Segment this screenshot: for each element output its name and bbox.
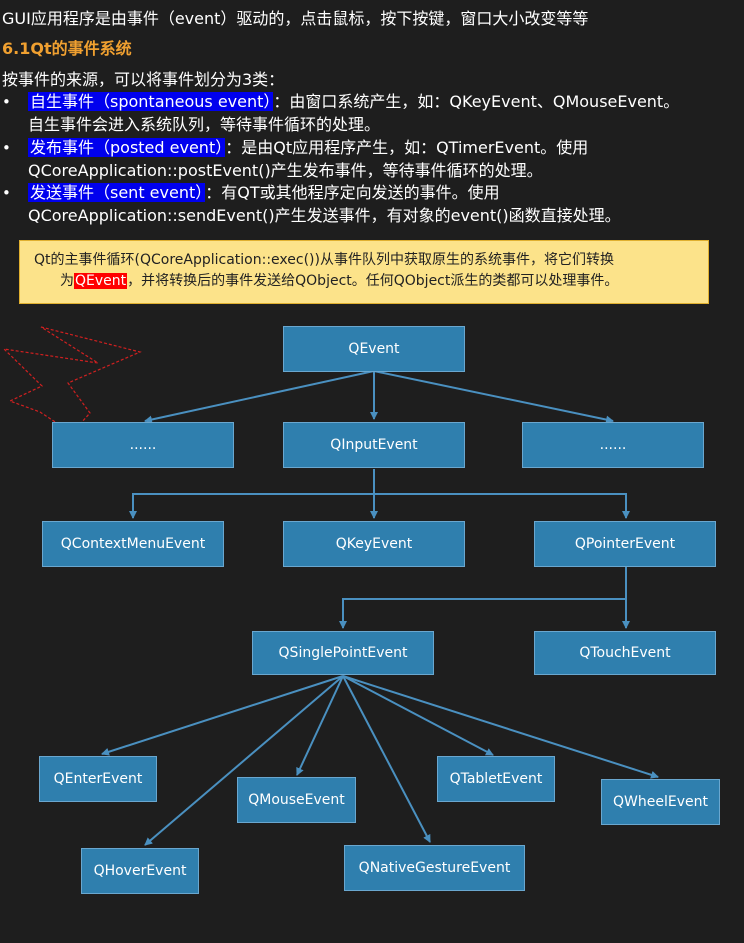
node-qevent: QEvent (283, 326, 465, 372)
categories-intro: 按事件的来源，可以将事件划分为3类： (2, 70, 285, 89)
node-qinputevent: QInputEvent (283, 422, 465, 468)
bullet-posted: 发布事件（posted event）：是由Qt应用程序产生，如：QTimerEv… (28, 137, 588, 159)
section-title: 6.1Qt的事件系统 (2, 39, 132, 58)
node-ellipsis-left: ...... (52, 422, 234, 468)
node-qmouseevent: QMouseEvent (237, 777, 356, 823)
bullet-dot: • (2, 184, 11, 202)
bullet-text-continued: QCoreApplication::sendEvent()产生发送事件，有对象的… (28, 206, 621, 225)
event-loop-callout: Qt的主事件循环(QCoreApplication::exec())从事件队列中… (19, 240, 709, 304)
node-qkeyevent: QKeyEvent (283, 521, 465, 567)
callout-line-1: Qt的主事件循环(QCoreApplication::exec())从事件队列中… (34, 252, 614, 268)
diagram-connectors (2, 326, 659, 846)
node-ellipsis-right: ...... (522, 422, 704, 468)
node-qnativegestureevent: QNativeGestureEvent (344, 845, 525, 891)
node-qtabletevent: QTabletEvent (437, 756, 555, 802)
callout-line-2: 为QEvent，并将转换后的事件发送给QObject。任何QObject派生的类… (60, 273, 619, 289)
bullet-dot: • (2, 93, 11, 111)
bullet-highlight: 发送事件（sent event） (28, 183, 206, 202)
node-qtouchevent: QTouchEvent (534, 631, 716, 675)
bullet-highlight: 自生事件（spontaneous event） (28, 92, 274, 111)
bullet-dot: • (2, 139, 11, 157)
bullet-text: ：由窗口系统产生，如：QKeyEvent、QMouseEvent。 (273, 92, 680, 111)
bullet-highlight: 发布事件（posted event） (28, 138, 226, 157)
node-qwheelevent: QWheelEvent (601, 779, 720, 825)
intro-text: GUI应用程序是由事件（event）驱动的，点击鼠标，按下按键，窗口大小改变等等 (2, 9, 589, 28)
bullet-text: ：是由Qt应用程序产生，如：QTimerEvent。使用 (225, 138, 589, 157)
node-qsinglepointevent: QSinglePointEvent (252, 631, 434, 675)
node-qcontextmenuevent: QContextMenuEvent (42, 521, 224, 567)
qevent-highlight: QEvent (74, 273, 128, 289)
bullet-spontaneous: 自生事件（spontaneous event）：由窗口系统产生，如：QKeyEv… (28, 91, 679, 113)
node-qenterevent: QEnterEvent (39, 756, 157, 802)
bullet-text: ：有QT或其他程序定向发送的事件。使用 (205, 183, 500, 202)
bullet-text-continued: QCoreApplication::postEvent()产生发布事件，等待事件… (28, 161, 543, 180)
node-qhoverevent: QHoverEvent (81, 848, 199, 894)
star-annotation (2, 326, 142, 434)
node-qpointerevent: QPointerEvent (534, 521, 716, 567)
bullet-sent: 发送事件（sent event）：有QT或其他程序定向发送的事件。使用 (28, 182, 500, 204)
bullet-text-continued: 自生事件会进入系统队列，等待事件循环的处理。 (28, 115, 381, 134)
